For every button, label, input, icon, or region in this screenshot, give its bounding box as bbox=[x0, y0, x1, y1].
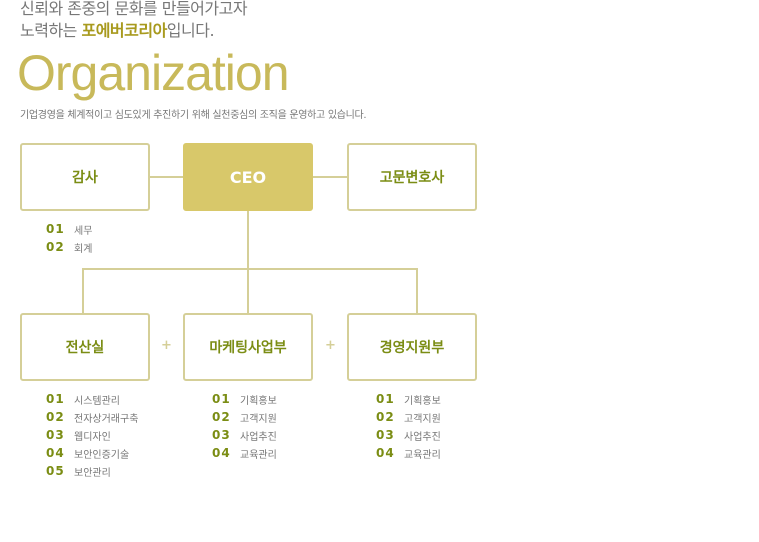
intro-line-2-after: 입니다. bbox=[166, 21, 215, 40]
item-number: 05 bbox=[46, 464, 65, 478]
item-text: 교육관리 bbox=[240, 449, 277, 461]
company-name: 포에버코리아 bbox=[81, 21, 167, 40]
list-item: 03 사업추진 bbox=[376, 426, 441, 444]
list-item: 02 회계 bbox=[46, 238, 92, 256]
intro-line-2: 노력하는 포에버코리아입니다. bbox=[20, 20, 247, 42]
advisor-label: 고문변호사 bbox=[379, 170, 445, 186]
item-number: 02 bbox=[46, 410, 65, 424]
item-number: 02 bbox=[46, 240, 65, 254]
audit-label: 감사 bbox=[72, 170, 98, 186]
item-text: 시스템관리 bbox=[74, 395, 120, 407]
item-text: 전자상거래구축 bbox=[74, 413, 139, 425]
intro-text: 신뢰와 존중의 문화를 만들어가고자 노력하는 포에버코리아입니다. bbox=[20, 0, 248, 42]
ceo-box: CEO bbox=[183, 143, 313, 211]
intro-line-2-before: 노력하는 bbox=[20, 21, 82, 40]
dept-label: 경영지원부 bbox=[379, 340, 445, 356]
connector-audit-ceo bbox=[149, 176, 184, 178]
item-number: 02 bbox=[212, 410, 231, 424]
dept-label: 마케팅사업부 bbox=[209, 340, 287, 356]
advisor-box: 고문변호사 bbox=[347, 143, 477, 211]
dept-box-it: 전산실 bbox=[20, 313, 150, 381]
item-number: 03 bbox=[46, 428, 65, 442]
item-text: 교육관리 bbox=[404, 449, 441, 461]
item-text: 고객지원 bbox=[404, 413, 441, 425]
item-number: 01 bbox=[46, 392, 65, 406]
item-text: 보안관리 bbox=[74, 467, 111, 479]
dept-list-management: 01 기획홍보 02 고객지원 03 사업추진 04 교육관리 bbox=[376, 390, 441, 462]
audit-list: 01 세무 02 회계 bbox=[46, 220, 92, 256]
page-subtitle: 기업경영을 체계적이고 심도있게 추진하기 위해 실천중심의 조직을 운영하고 … bbox=[20, 110, 367, 121]
item-text: 기획홍보 bbox=[404, 395, 441, 407]
dept-list-it: 01 시스템관리 02 전자상거래구축 03 웹디자인 04 보안인증기술 05 보안관리 bbox=[46, 390, 138, 480]
list-item: 01 시스템관리 bbox=[46, 390, 138, 408]
list-item: 02 고객지원 bbox=[212, 408, 277, 426]
item-text: 보안인증기술 bbox=[74, 449, 130, 461]
item-text: 웹디자인 bbox=[74, 431, 111, 443]
item-number: 02 bbox=[376, 410, 395, 424]
list-item: 01 기획홍보 bbox=[212, 390, 277, 408]
item-number: 04 bbox=[212, 446, 231, 460]
item-number: 03 bbox=[212, 428, 231, 442]
connector-department-bar bbox=[82, 268, 418, 270]
item-number: 04 bbox=[376, 446, 395, 460]
list-item: 02 고객지원 bbox=[376, 408, 441, 426]
item-text: 회계 bbox=[74, 243, 93, 255]
item-text: 사업추진 bbox=[404, 431, 441, 443]
list-item: 03 사업추진 bbox=[212, 426, 277, 444]
dept-box-management: 경영지원부 bbox=[347, 313, 477, 381]
connector-dept-3 bbox=[416, 268, 418, 314]
item-number: 01 bbox=[212, 392, 231, 406]
list-item: 04 보안인증기술 bbox=[46, 444, 138, 462]
page-title: Organization bbox=[17, 45, 289, 101]
plus-separator: + bbox=[161, 338, 172, 353]
dept-list-marketing: 01 기획홍보 02 고객지원 03 사업추진 04 교육관리 bbox=[212, 390, 277, 462]
item-number: 04 bbox=[46, 446, 65, 460]
connector-ceo-advisor bbox=[311, 176, 348, 178]
list-item: 01 기획홍보 bbox=[376, 390, 441, 408]
intro-line-1: 신뢰와 존중의 문화를 만들어가고자 bbox=[20, 0, 248, 18]
list-item: 04 교육관리 bbox=[376, 444, 441, 462]
dept-box-marketing: 마케팅사업부 bbox=[183, 313, 313, 381]
list-item: 03 웹디자인 bbox=[46, 426, 138, 444]
item-number: 01 bbox=[46, 222, 65, 236]
item-text: 기획홍보 bbox=[240, 395, 277, 407]
list-item: 01 세무 bbox=[46, 220, 92, 238]
list-item: 02 전자상거래구축 bbox=[46, 408, 138, 426]
ceo-label: CEO bbox=[229, 167, 267, 187]
connector-dept-1 bbox=[82, 268, 84, 314]
plus-separator: + bbox=[325, 338, 336, 353]
item-number: 03 bbox=[376, 428, 395, 442]
item-number: 01 bbox=[376, 392, 395, 406]
list-item: 05 보안관리 bbox=[46, 462, 138, 480]
connector-ceo-down bbox=[247, 210, 249, 314]
audit-box: 감사 bbox=[20, 143, 150, 211]
item-text: 세무 bbox=[74, 225, 93, 237]
item-text: 사업추진 bbox=[240, 431, 277, 443]
item-text: 고객지원 bbox=[240, 413, 277, 425]
list-item: 04 교육관리 bbox=[212, 444, 277, 462]
dept-label: 전산실 bbox=[65, 340, 105, 356]
